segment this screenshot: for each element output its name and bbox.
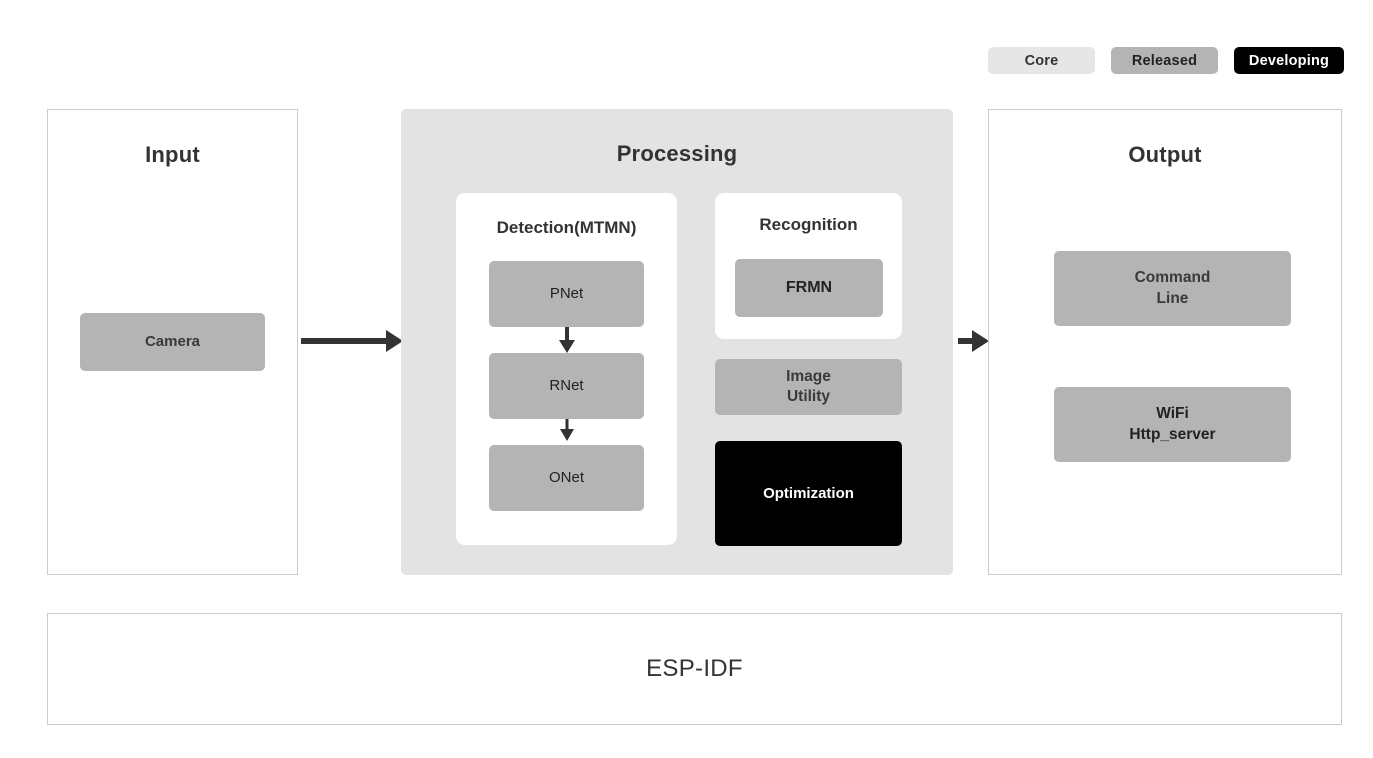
arrow-head — [558, 340, 575, 353]
node-command-line-line1: Command — [1134, 269, 1211, 287]
node-image-utility-line1: Image — [786, 367, 831, 385]
arrow-rnet-to-onet-icon — [489, 419, 644, 445]
arrow-shaft — [301, 338, 387, 344]
esp-idf-label: ESP-IDF — [646, 655, 743, 682]
node-command-line-line2: Line — [1156, 289, 1189, 307]
panel-title-output: Output — [1128, 142, 1202, 167]
arrow-head — [386, 330, 403, 352]
node-wifi-http-server-line1: WiFi — [1156, 405, 1189, 423]
panel-title-input: Input — [145, 142, 200, 167]
card-detection: Detection(MTMN) PNet RNet ONet — [456, 193, 677, 545]
arrow-pnet-to-rnet-icon — [489, 327, 644, 353]
legend-label-released: Released — [1131, 52, 1198, 69]
arrow-head — [559, 429, 574, 441]
arrow-processing-to-output-icon — [958, 330, 989, 352]
node-command-line[interactable]: Command Line — [1054, 251, 1291, 326]
legend: Core Released Developing — [988, 47, 1344, 74]
node-pnet-label: PNet — [549, 285, 584, 303]
node-image-utility[interactable]: Image Utility — [715, 359, 902, 415]
legend-label-core: Core — [1024, 52, 1059, 69]
node-rnet[interactable]: RNet — [489, 353, 644, 419]
card-title-detection: Detection(MTMN) — [496, 218, 637, 237]
node-frmn[interactable]: FRMN — [735, 259, 883, 317]
node-camera-label: Camera — [144, 333, 201, 351]
node-onet-label: ONet — [548, 469, 584, 487]
node-frmn-label: FRMN — [785, 278, 833, 296]
node-wifi-http-server-labels: WiFi Http_server — [1129, 404, 1215, 444]
node-command-line-labels: Command Line — [1135, 268, 1211, 308]
node-rnet-label: RNet — [549, 377, 584, 395]
card-recognition: Recognition FRMN — [715, 193, 902, 339]
arrow-shaft — [564, 327, 569, 343]
card-title-recognition: Recognition — [759, 215, 858, 234]
arrow-shaft — [958, 338, 973, 344]
node-image-utility-labels: Image Utility — [786, 367, 831, 407]
legend-chip-released[interactable]: Released — [1111, 47, 1218, 74]
arrow-head — [972, 330, 989, 352]
legend-chip-core[interactable]: Core — [988, 47, 1095, 74]
node-wifi-http-server-line2: Http_server — [1129, 425, 1216, 443]
arrow-input-to-processing-icon — [301, 330, 403, 352]
node-camera[interactable]: Camera — [80, 313, 265, 371]
panel-output: Output — [988, 109, 1342, 575]
legend-chip-developing[interactable]: Developing — [1234, 47, 1344, 74]
detection-node-stack: PNet RNet ONet — [489, 261, 644, 511]
node-optimization[interactable]: Optimization — [715, 441, 902, 546]
node-image-utility-line2: Utility — [786, 388, 831, 405]
node-optimization-label: Optimization — [763, 484, 854, 502]
node-pnet[interactable]: PNet — [489, 261, 644, 327]
arrow-shaft — [565, 419, 568, 432]
panel-title-processing: Processing — [616, 141, 738, 166]
legend-label-developing: Developing — [1248, 52, 1330, 69]
node-onet[interactable]: ONet — [489, 445, 644, 511]
panel-esp-idf: ESP-IDF — [47, 613, 1342, 725]
node-wifi-http-server[interactable]: WiFi Http_server — [1054, 387, 1291, 462]
